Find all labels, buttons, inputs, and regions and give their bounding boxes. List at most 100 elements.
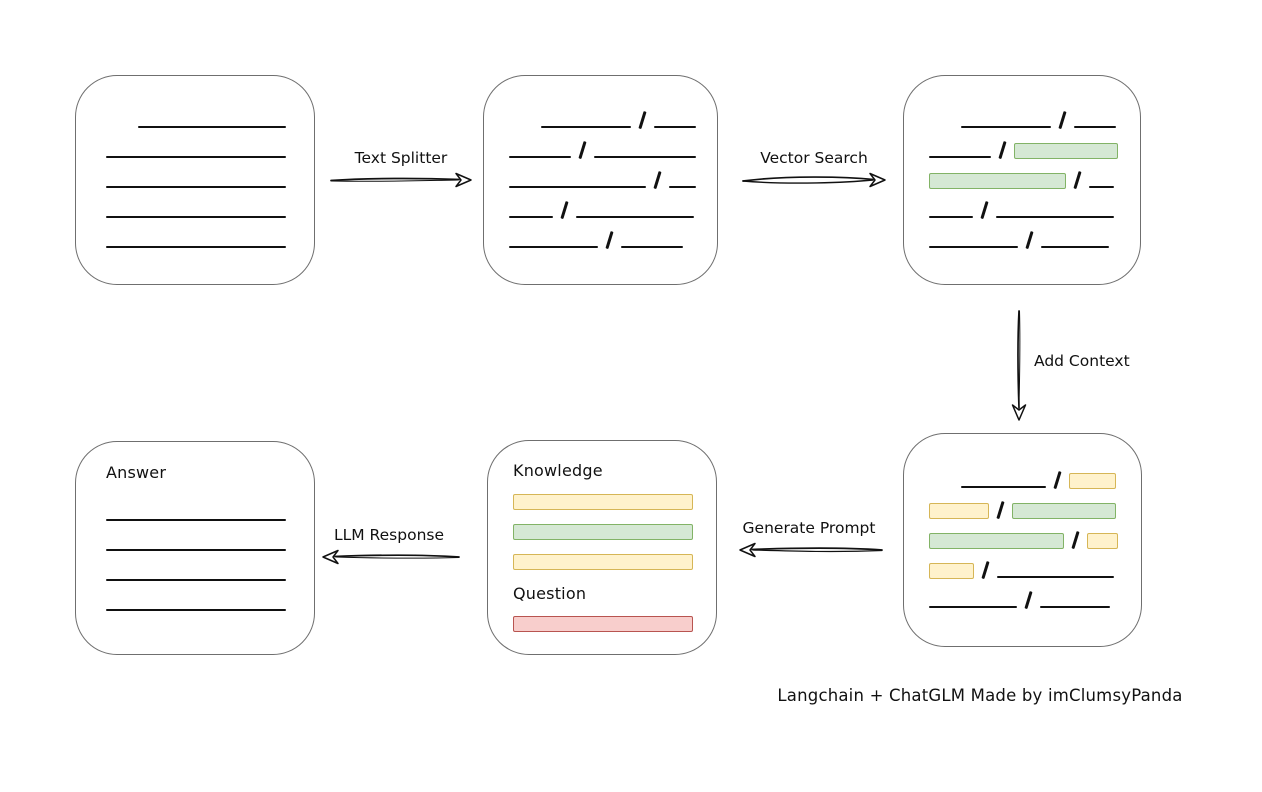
text-row: [106, 595, 286, 612]
text-row: [541, 110, 696, 129]
text-row: [106, 565, 286, 582]
yellow-highlight-chunk: [929, 502, 989, 519]
vector-search-label: Vector Search: [760, 149, 868, 167]
text-line: [106, 549, 286, 551]
green-highlight-chunk: [513, 524, 693, 540]
text-row: [961, 470, 1117, 489]
question-bar: [513, 615, 693, 632]
answer-box: Answer: [75, 441, 315, 655]
text-line: [1088, 185, 1114, 188]
yellow-highlight-chunk: [1086, 532, 1118, 549]
text-row: [929, 200, 1116, 219]
text-row: [929, 140, 1118, 159]
yellow-highlight-chunk: [513, 554, 693, 570]
text-row: [929, 230, 1116, 249]
red-highlight-chunk: [513, 616, 693, 632]
text-line: [541, 125, 631, 128]
add-context-arrow: Add Context: [1008, 308, 1158, 426]
slash-separator: [605, 230, 614, 249]
slash-separator: [638, 110, 647, 129]
text-line: [995, 215, 1114, 218]
yellow-highlight-chunk: [929, 562, 974, 579]
prompt-box: Knowledge Question: [487, 440, 717, 655]
text-line: [1039, 605, 1110, 608]
text-line: [929, 155, 991, 158]
generate-prompt-arrow: Generate Prompt: [733, 517, 885, 563]
text-line: [106, 579, 286, 581]
text-splitter-label: Text Splitter: [354, 149, 448, 167]
answer-lines: [106, 505, 286, 612]
vector-search-result-box: [903, 75, 1141, 285]
text-row: [509, 170, 696, 189]
text-line: [106, 519, 286, 521]
text-row: [509, 230, 693, 249]
green-highlight-chunk: [929, 172, 1066, 189]
text-line: [961, 125, 1051, 128]
prompt-box-content: Knowledge Question: [488, 441, 716, 654]
text-row: [929, 530, 1118, 549]
left-arrow-icon: [322, 549, 460, 565]
text-line: [138, 125, 286, 128]
text-row: [513, 553, 693, 570]
text-row: [513, 615, 693, 632]
slash-separator: [981, 560, 990, 579]
text-line: [996, 575, 1114, 578]
green-highlight-chunk: [929, 532, 1064, 549]
knowledge-label: Knowledge: [513, 461, 603, 480]
yellow-highlight-chunk: [513, 494, 693, 510]
slash-separator: [1058, 110, 1067, 129]
text-line: [1073, 125, 1116, 128]
down-arrow-icon: [1011, 310, 1027, 421]
text-line: [593, 155, 696, 158]
right-arrow-icon: [330, 172, 472, 188]
text-row: [138, 112, 286, 129]
text-line: [106, 245, 286, 248]
slash-separator: [998, 140, 1007, 159]
split-chunks-box: [483, 75, 718, 285]
slash-separator: [653, 170, 662, 189]
document-box: [75, 75, 315, 285]
text-line: [668, 185, 696, 188]
slash-separator: [1071, 530, 1080, 549]
text-line: [961, 485, 1046, 488]
text-line: [929, 245, 1018, 248]
text-line: [106, 155, 286, 158]
text-row: [929, 560, 1117, 579]
text-line: [575, 215, 694, 218]
text-row: [513, 523, 693, 540]
text-row: [509, 140, 696, 159]
slash-separator: [1025, 230, 1034, 249]
credit-caption: Langchain + ChatGLM Made by imClumsyPand…: [777, 686, 1183, 705]
slash-separator: [578, 140, 587, 159]
slash-separator: [996, 500, 1005, 519]
left-arrow-icon: [739, 542, 883, 558]
text-row: [106, 172, 286, 189]
text-row: [929, 170, 1116, 189]
context-lines: [904, 434, 1141, 646]
text-row: [106, 535, 286, 552]
llm-response-arrow: LLM Response: [316, 524, 462, 570]
llm-response-label: LLM Response: [333, 526, 444, 544]
text-line: [509, 215, 553, 218]
yellow-highlight-chunk: [1068, 472, 1116, 489]
generate-prompt-label: Generate Prompt: [742, 519, 876, 537]
text-row: [961, 110, 1116, 129]
slash-separator: [1024, 590, 1033, 609]
search-result-lines: [904, 76, 1140, 284]
text-row: [929, 500, 1117, 519]
text-line: [509, 155, 571, 158]
text-row: [106, 202, 286, 219]
question-label: Question: [513, 584, 587, 603]
text-row: [106, 232, 286, 249]
context-box: [903, 433, 1142, 647]
answer-box-content: Answer: [76, 442, 314, 654]
text-line: [509, 185, 646, 188]
text-line: [620, 245, 683, 248]
slash-separator: [980, 200, 989, 219]
text-line: [929, 605, 1017, 608]
chunk-text-lines: [484, 76, 717, 284]
knowledge-bars: [513, 493, 693, 570]
text-line: [1040, 245, 1109, 248]
text-line: [106, 215, 286, 218]
